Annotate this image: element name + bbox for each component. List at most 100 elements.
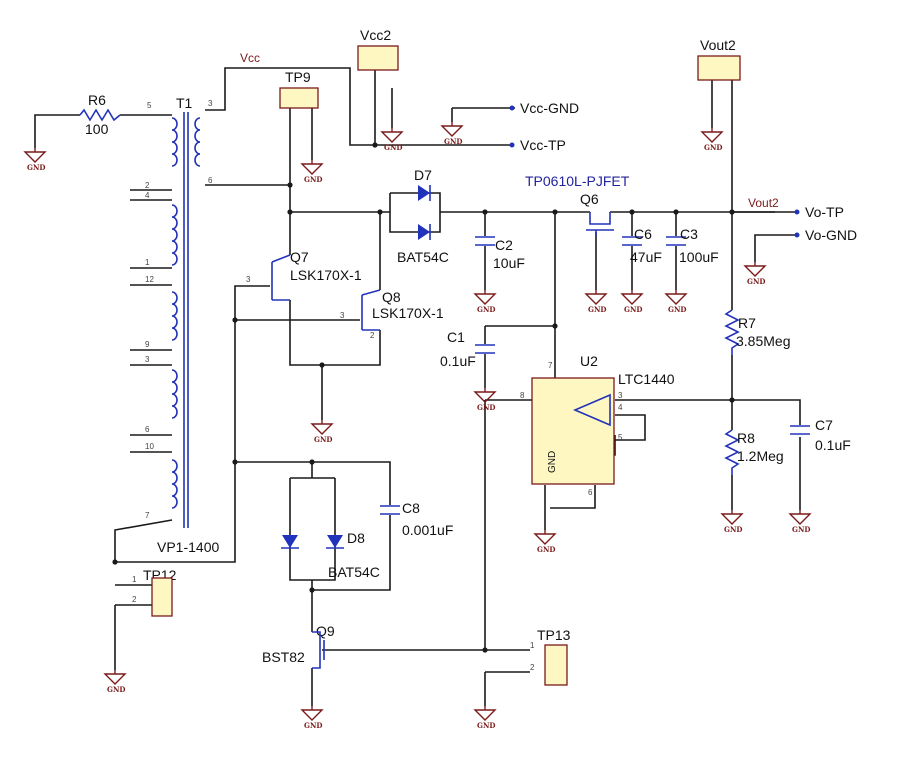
c6-value: 47uF	[630, 249, 662, 265]
svg-text:GND: GND	[107, 685, 125, 694]
wires	[34, 67, 801, 706]
c8-label: C8	[402, 500, 420, 516]
svg-text:3: 3	[208, 99, 213, 108]
comparator-icon	[572, 393, 611, 427]
vout2-label: Vout2	[700, 37, 736, 53]
junction	[629, 209, 635, 215]
gnd-icon: GND	[440, 122, 464, 146]
svg-text:GND: GND	[444, 137, 462, 146]
svg-text:GND: GND	[792, 525, 810, 534]
svg-text:GND: GND	[588, 305, 606, 314]
c7-label: C7	[815, 417, 833, 433]
vcc-outputs: Vcc-GND Vcc-TP	[509, 100, 579, 153]
diode-d7: D7 BAT54C	[397, 167, 449, 265]
resistor-r7: R7 3.85Meg	[724, 309, 790, 355]
svg-text:6: 6	[588, 488, 593, 497]
c6-label: C6	[634, 226, 652, 242]
diode-icon	[418, 185, 430, 201]
junction	[552, 209, 558, 215]
winding-icon	[171, 117, 178, 167]
t1-value: VP1-1400	[157, 539, 219, 555]
gnd-icon: GND	[720, 510, 744, 534]
gnd-icon: GND	[300, 160, 324, 184]
c2-value: 10uF	[493, 255, 525, 271]
junction	[482, 647, 488, 653]
junction	[232, 317, 238, 323]
svg-text:GND: GND	[747, 277, 765, 286]
vcc-tp-label: Vcc-TP	[520, 137, 566, 153]
q7-label: Q7	[290, 249, 309, 265]
r7-label: R7	[738, 315, 756, 331]
transistor-q8: Q8 LSK170X-1 3 2	[340, 289, 444, 340]
svg-text:4: 4	[618, 403, 623, 412]
svg-text:9: 9	[145, 340, 150, 349]
d7-value: BAT54C	[397, 249, 449, 265]
capacitor-c8: C8 0.001uF	[380, 500, 453, 538]
svg-text:3: 3	[340, 311, 345, 320]
svg-text:2: 2	[132, 595, 137, 604]
jfet-icon	[586, 212, 614, 236]
gnd-icon: GND	[473, 706, 497, 730]
junction	[729, 397, 735, 403]
r6-value: 100	[85, 121, 109, 137]
d8-value: BAT54C	[328, 564, 380, 580]
diode-icon	[282, 535, 298, 548]
d8-label: D8	[347, 530, 365, 546]
junction	[112, 559, 118, 565]
junctions	[112, 142, 735, 653]
c8-value: 0.001uF	[402, 522, 453, 538]
svg-text:6: 6	[208, 176, 213, 185]
svg-text:GND: GND	[304, 721, 322, 730]
resistor-icon	[79, 108, 121, 122]
svg-text:GND: GND	[384, 143, 402, 152]
junction	[287, 182, 293, 188]
c1-value: 0.1uF	[440, 353, 476, 369]
u2-label: U2	[580, 353, 598, 369]
junction	[309, 459, 315, 465]
testpoint-tp12: TP12 1 2	[132, 567, 177, 617]
gnd-icon: GND	[664, 290, 688, 314]
svg-text:6: 6	[145, 425, 150, 434]
connector-vcc2: Vcc2	[357, 27, 399, 71]
svg-text:GND: GND	[477, 305, 495, 314]
d7-label: D7	[414, 167, 432, 183]
junction	[729, 209, 735, 215]
svg-text:7: 7	[548, 361, 553, 370]
gnd-icon: GND	[620, 290, 644, 314]
diode-icon	[327, 535, 343, 548]
junction	[482, 209, 488, 215]
svg-text:GND: GND	[537, 545, 555, 554]
svg-text:2: 2	[370, 331, 375, 340]
q9-label: Q9	[316, 623, 335, 639]
svg-text:3: 3	[618, 391, 623, 400]
capacitor-c6: C6 47uF	[622, 226, 662, 265]
gnd-icon: GND	[473, 290, 497, 314]
svg-text:GND: GND	[668, 305, 686, 314]
gnd-icon: GND	[310, 420, 334, 444]
junction	[377, 209, 383, 215]
r7-value: 3.85Meg	[736, 333, 790, 349]
resistor-r6: R6 100	[79, 92, 121, 137]
svg-text:1: 1	[530, 641, 535, 650]
svg-text:7: 7	[145, 511, 150, 520]
junction	[232, 459, 238, 465]
q8-value: LSK170X-1	[372, 305, 444, 321]
winding-icon	[194, 117, 201, 167]
svg-text:4: 4	[145, 191, 150, 200]
ic-u2: U2 LTC1440 GND 8 7 3 4 5 6	[520, 353, 675, 497]
svg-text:5: 5	[618, 433, 623, 442]
vcc-gnd-label: Vcc-GND	[520, 100, 579, 116]
r6-label: R6	[88, 92, 106, 108]
resistor-icon	[724, 429, 740, 475]
svg-text:GND: GND	[704, 143, 722, 152]
gnd-icon: GND	[380, 128, 404, 152]
capacitor-c1: C1 0.1uF	[440, 329, 495, 369]
c2-label: C2	[495, 237, 513, 253]
jfet-icon	[361, 289, 381, 331]
gnd-icon: GND	[23, 148, 47, 172]
gnd-icon: GND	[743, 262, 767, 286]
connector-vout2: Vout2	[697, 37, 741, 81]
c7-value: 0.1uF	[815, 437, 851, 453]
gnd-icon: GND	[103, 670, 127, 694]
